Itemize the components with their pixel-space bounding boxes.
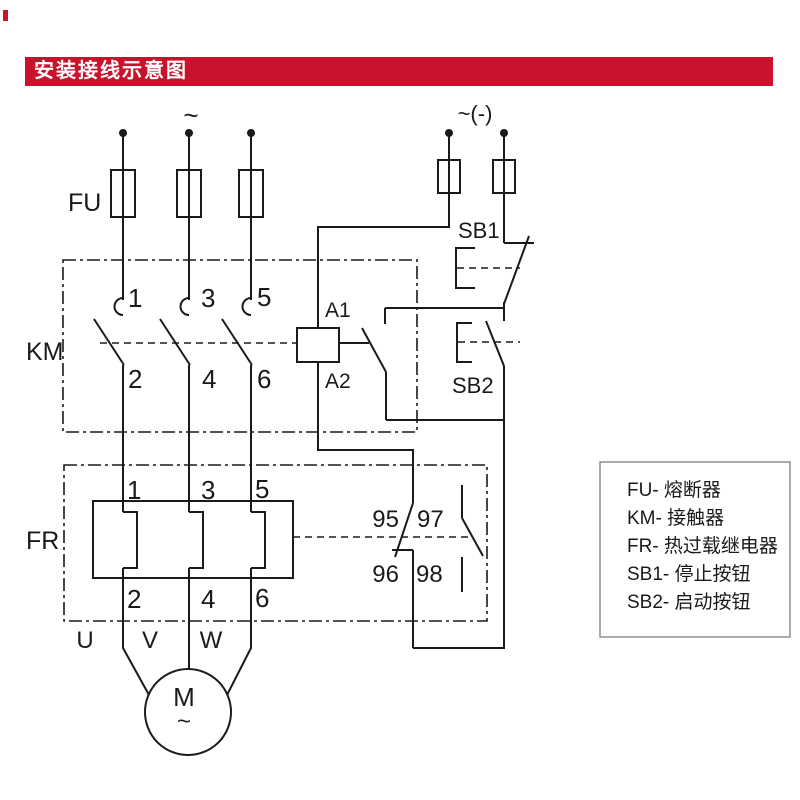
fr-terminal-number: 1: [127, 475, 141, 505]
sb1-blade: [503, 235, 530, 305]
km-terminal-number: 4: [202, 364, 216, 394]
sb1-actuator-bracket: [455, 247, 475, 289]
phase1-motor-lead: [122, 568, 150, 696]
motor-wave-symbol: ~: [177, 708, 191, 735]
fr-no-blade: [461, 517, 484, 557]
fuse-symbol: [176, 169, 202, 218]
fuses: FU: [68, 159, 516, 218]
fr-aux-number-98: 98: [416, 561, 443, 588]
km-aux-blade: [361, 327, 387, 373]
phase-label-w: W: [200, 627, 223, 654]
control-wires: [317, 133, 505, 649]
fr-terminal-number: 3: [201, 475, 215, 505]
fr-heater-jog: [251, 511, 266, 569]
legend-item: SB1- 停止按钮: [627, 563, 751, 585]
phase3-motor-lead: [226, 568, 252, 696]
legend-box: [599, 461, 791, 638]
km-contact-blade: [93, 318, 125, 366]
fr-label: FR: [26, 527, 59, 555]
km-terminal-number: 5: [257, 282, 271, 312]
km-terminal-number: 6: [257, 364, 271, 394]
fuse-symbol: [238, 169, 264, 218]
sb2-blade: [485, 320, 505, 367]
fr-heater-block: [92, 500, 294, 579]
return-wire: [413, 420, 505, 649]
km-terminal-number: 1: [128, 283, 142, 313]
fr-nc-blade: [394, 502, 414, 558]
legend-item: KM- 接触器: [627, 507, 724, 529]
motor-symbol: M: [173, 682, 195, 712]
sb2-start-button: SB2: [452, 320, 520, 420]
km-label: KM: [26, 338, 64, 366]
legend-item: FR- 热过载继电器: [627, 535, 778, 557]
km-boundary-box: [62, 259, 418, 433]
km-terminal-number: 2: [128, 364, 142, 394]
km-contact-arc: [241, 297, 252, 316]
sb2-label: SB2: [452, 373, 494, 398]
km-contactor: KM 1 3 5 2 4 6 A1 A2: [26, 259, 418, 433]
coil-a2-label: A2: [325, 370, 351, 393]
fr-aux-number-95: 95: [372, 506, 399, 533]
fr-aux-number-97: 97: [417, 506, 444, 533]
legend-item: SB2- 启动按钮: [627, 591, 751, 613]
motor-circle: [144, 668, 232, 756]
sb1-label: SB1: [458, 218, 500, 243]
fr-terminal-number: 2: [127, 584, 141, 614]
km-terminal-number: 3: [201, 283, 215, 313]
fr-heater-jog: [123, 511, 138, 569]
supply-terminals: ~ ~(-): [119, 100, 508, 137]
phase-label-v: V: [142, 627, 158, 654]
control-left-wire: [317, 133, 450, 328]
km-coil: [296, 327, 340, 363]
fr-terminal-number: 5: [255, 474, 269, 504]
legend-item: FU- 熔断器: [627, 479, 721, 501]
fuse-symbol: [110, 169, 136, 218]
coil-a1-label: A1: [325, 299, 351, 322]
coil-to-fr95-wire: [317, 362, 414, 503]
fr-heater-jog: [189, 511, 204, 569]
control-supply-symbol: ~(-): [458, 101, 493, 126]
fr-boundary-box: [63, 464, 488, 622]
legend: FU- 熔断器 KM- 接触器 FR- 热过载继电器 SB1- 停止按钮 SB2…: [599, 461, 791, 638]
km-contact-arc: [179, 297, 190, 316]
sb1-stop-button: SB1: [455, 218, 534, 321]
km-contact-arc: [113, 297, 124, 316]
fr-thermal-relay: FR 1 3 5 2 4 6 95 96 97 98: [26, 464, 488, 622]
fu-label: FU: [68, 189, 101, 217]
fr-terminal-number: 4: [201, 584, 215, 614]
fr-aux-number-96: 96: [372, 561, 399, 588]
page-corner-marker: [3, 10, 8, 21]
km-contact-blade: [159, 318, 191, 366]
main-supply-symbol: ~: [183, 100, 198, 130]
phase-label-u: U: [76, 627, 93, 654]
sb2-actuator-bracket: [456, 322, 472, 363]
fr-terminal-number: 6: [255, 583, 269, 613]
km-contact-blade: [221, 318, 253, 366]
motor: U V W M ~: [76, 627, 232, 756]
page-title: 安装接线示意图: [25, 57, 773, 86]
